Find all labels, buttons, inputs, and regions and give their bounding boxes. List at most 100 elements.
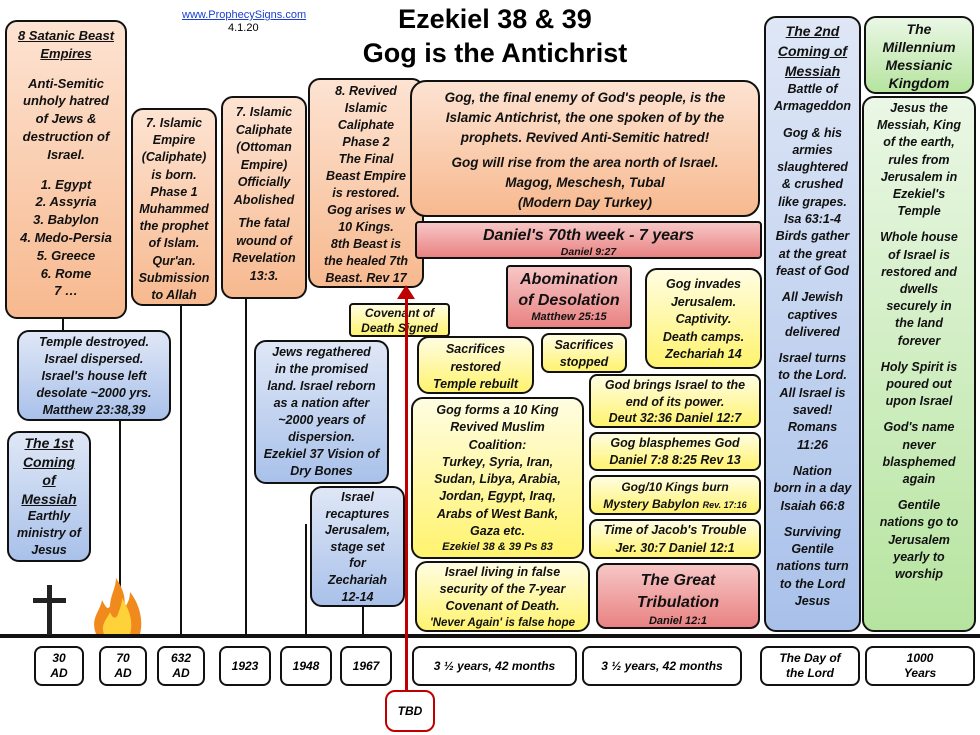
jews-regathered-box: Jews regathered in the promised land. Is… <box>254 340 389 484</box>
second-coming-line: Battle of <box>787 82 838 96</box>
first-coming-box: The 1st Coming of Messiah Earthly minist… <box>7 431 91 562</box>
cross-icon <box>30 585 70 635</box>
islamic-empire-line: to Allah <box>151 288 197 303</box>
ottoman-line: The fatal <box>238 216 290 230</box>
first-coming-heading: of <box>42 472 56 488</box>
stem-1948 <box>305 524 307 636</box>
islamic-empire-line: Submission <box>138 270 210 285</box>
gog-invades-line: Death camps. <box>662 329 745 344</box>
ottoman-abolished-box: 7. Islamic Caliphate (Ottoman Empire) Of… <box>221 96 307 299</box>
false-security-line: 'Never Again' is false hope <box>429 617 575 629</box>
tbd-label: TBD <box>397 704 423 718</box>
revived-line: 8th Beast is <box>330 237 402 251</box>
millennium-heading: Millennium <box>882 39 956 55</box>
second-coming-line <box>766 116 859 125</box>
gog-final-line: Gog will rise from the area north of Isr… <box>451 155 719 170</box>
gog-invades-line: Zechariah 14 <box>665 347 742 361</box>
year-label: 1923 <box>231 658 259 673</box>
empire-item: 5. Greece <box>36 247 96 263</box>
millennium-line: rules from <box>888 152 950 167</box>
second-coming-line: Armageddon <box>773 99 852 114</box>
abomination-title: of Desolation <box>518 292 620 309</box>
ottoman-line: 13:3. <box>249 268 279 283</box>
millennium-line: dwells <box>899 282 939 297</box>
second-coming-line: Jesus <box>794 594 831 609</box>
satanic-body: destruction of <box>22 128 110 144</box>
gog-final-enemy-box: Gog, the final enemy of God's people, is… <box>410 80 760 217</box>
millennium-line: yearly to <box>893 549 945 564</box>
temple-destroyed-box: Temple destroyed. Israel dispersed. Isra… <box>17 330 171 421</box>
first-coming-heading: The 1st <box>24 435 74 451</box>
tbd-box: TBD <box>385 690 435 732</box>
coalition-line: Sudan, Libya, Arabia, <box>434 472 561 487</box>
regathered-line: dispersion. <box>288 430 355 444</box>
revived-line: the healed 7th <box>323 254 409 268</box>
seventieth-title: Daniel's 70th week - 7 years <box>482 227 695 244</box>
millennium-line: Temple <box>897 204 941 219</box>
first-coming-heading: Messiah <box>21 490 77 507</box>
coalition-line: Gaza etc. <box>470 524 525 539</box>
second-coming-line: born in a day <box>773 481 852 496</box>
year-label: 1000 <box>906 651 934 665</box>
stem-632 <box>180 305 182 636</box>
millennium-line: never <box>902 437 936 452</box>
regathered-line: Ezekiel 37 Vision of <box>263 447 380 461</box>
revived-line: Caliphate <box>337 118 395 132</box>
second-coming-line: Birds gather <box>775 229 850 244</box>
revived-line: is restored. <box>332 186 400 200</box>
coalition-line: Arabs of West Bank, <box>436 506 559 521</box>
first-coming-body: ministry of <box>17 526 81 540</box>
satanic-body: of Jews & <box>35 111 97 127</box>
ottoman-line: Officially <box>237 175 291 189</box>
year-label: 1948 <box>292 658 320 673</box>
sacrifices-restored-line: restored <box>450 359 501 374</box>
stem-1923 <box>245 298 247 636</box>
sacrifices-restored-box: Sacrifices restored Temple rebuilt <box>417 336 534 394</box>
revived-line: Gog arises w <box>327 203 405 217</box>
ottoman-line: Abolished <box>233 192 295 207</box>
year-label: 3 ½ years, 42 months <box>433 658 556 673</box>
millennium-line: the land <box>895 316 943 331</box>
second-coming-line: armies <box>792 142 833 157</box>
tribulation-title: Tribulation <box>636 594 720 611</box>
second-coming-line: at the great <box>778 246 847 261</box>
islamic-empire-line: is born. <box>151 167 197 182</box>
second-coming-line: Israel turns <box>778 351 847 366</box>
millennium-line: Jerusalem <box>888 532 950 547</box>
empire-item: 2. Assyria <box>35 194 97 210</box>
stem-1967 <box>362 606 364 636</box>
second-coming-line: Nation <box>793 463 832 478</box>
gog-final-line: Magog, Meschesh, Tubal <box>505 175 665 190</box>
sacrifices-stopped-line: Sacrifices <box>554 338 614 352</box>
empire-item: 1. Egypt <box>40 176 92 192</box>
millennium-line: securely in <box>886 299 952 314</box>
empire-item: 7 … <box>54 283 78 299</box>
millennium-line <box>864 410 974 419</box>
stem-temple <box>119 420 121 636</box>
sacrifices-stopped-box: Sacrifices stopped <box>541 333 627 373</box>
covenant-line: Covenant of <box>364 306 435 320</box>
gog-final-line: prophets. Revived Anti-Semitic hatred! <box>460 130 710 145</box>
mystery-babylon-box: Gog/10 Kings burn Mystery Babylon Rev. 1… <box>589 475 761 515</box>
empire-item: 3. Babylon <box>33 212 99 228</box>
first-coming-body: Earthly <box>27 509 71 523</box>
sacrifices-restored-line: Sacrifices <box>445 342 506 356</box>
site-link[interactable]: www.ProphecySigns.com <box>182 9 307 21</box>
regathered-line: Dry Bones <box>290 464 353 478</box>
revived-line: Phase 2 <box>342 135 390 149</box>
great-tribulation-box: The Great Tribulation Daniel 12:1 <box>596 563 760 629</box>
islamic-empire-box: 7. Islamic Empire (Caliphate) is born. P… <box>131 108 217 306</box>
second-coming-line: Surviving <box>784 524 841 539</box>
second-coming-line: saved! <box>792 403 833 418</box>
year-box: 3 ½ years, 42 months <box>412 646 577 686</box>
seventieth-ref: Daniel 9:27 <box>560 246 617 258</box>
second-coming-line: feast of God <box>776 263 849 278</box>
second-coming-line <box>766 454 859 463</box>
recaptures-line: for <box>349 556 366 571</box>
